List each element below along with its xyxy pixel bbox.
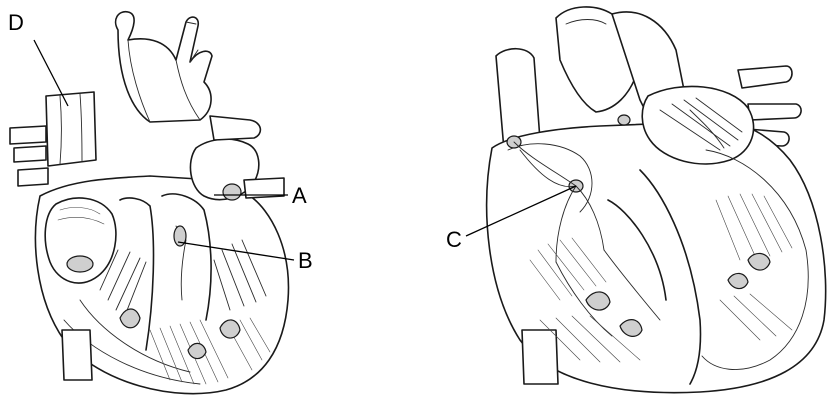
label-b: B: [298, 248, 313, 273]
label-a: A: [292, 183, 307, 208]
right-heart-illustration: [487, 7, 826, 393]
left-heart-illustration: [10, 12, 288, 394]
label-c: C: [446, 227, 462, 252]
label-d: D: [8, 10, 24, 35]
